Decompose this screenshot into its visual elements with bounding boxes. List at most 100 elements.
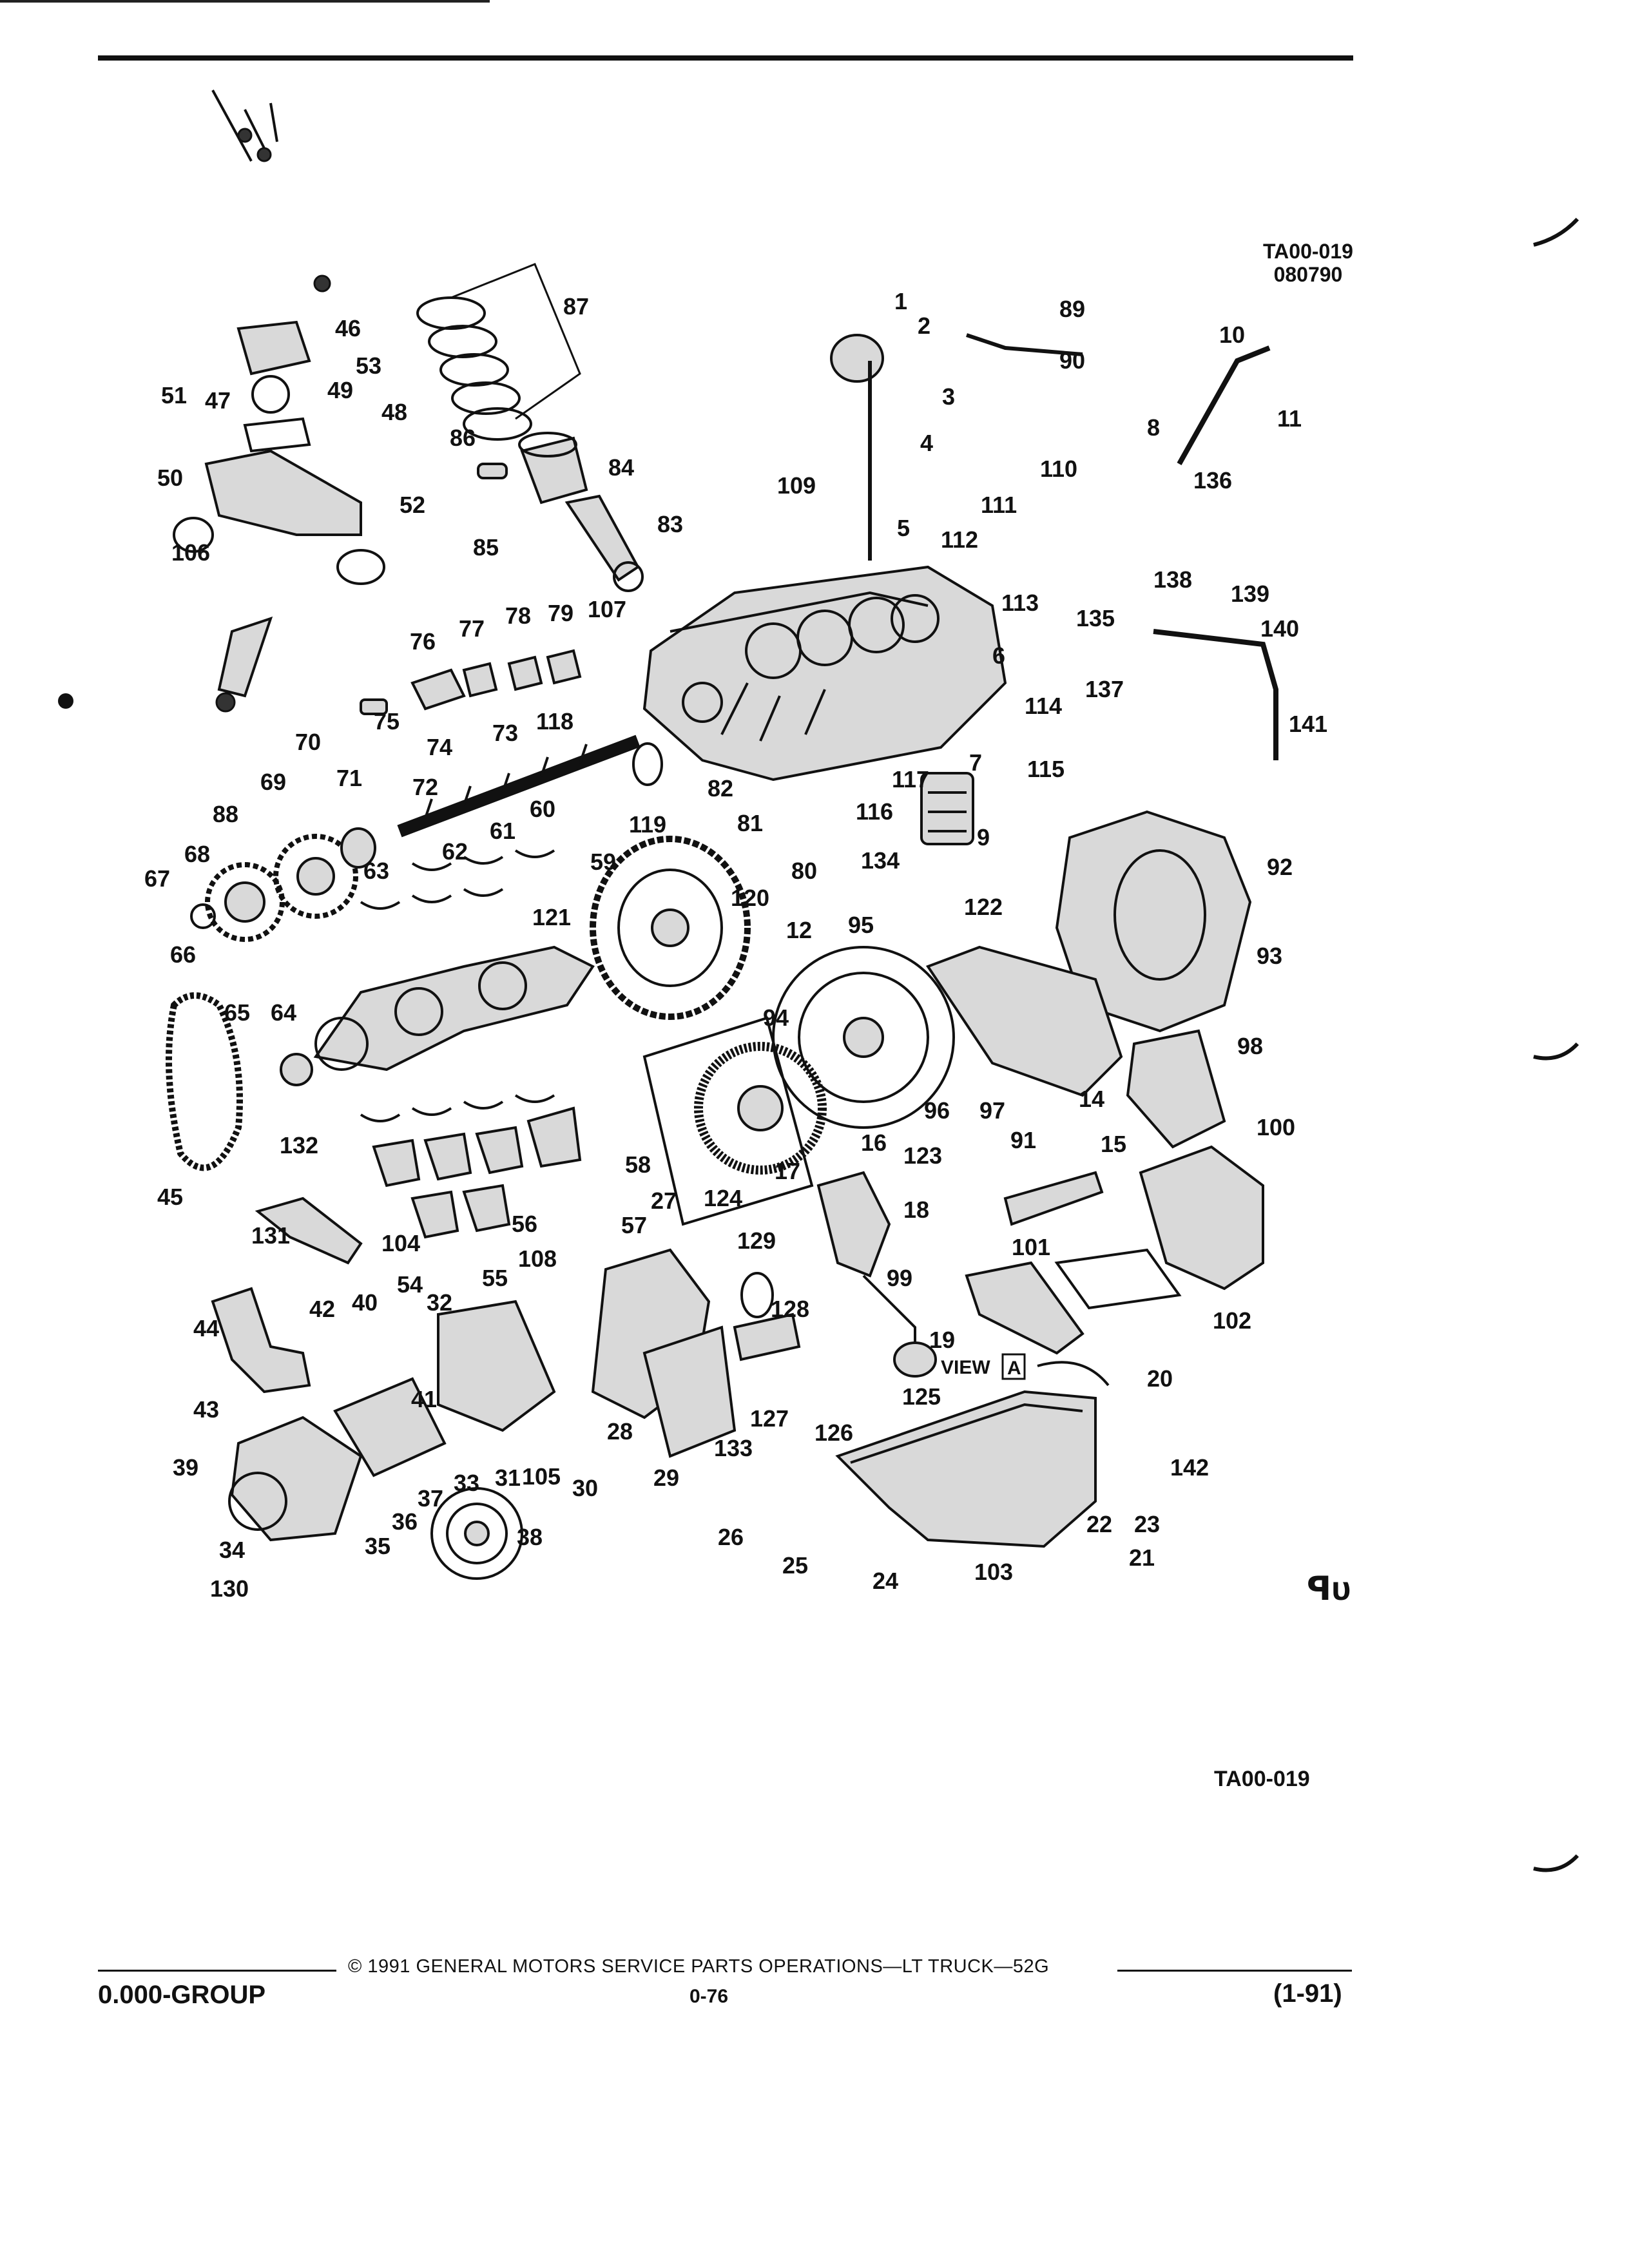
view-letter: A: [1007, 1358, 1021, 1379]
callout-120: 120: [731, 885, 769, 911]
figure-date-code: 080790: [1273, 263, 1343, 286]
callout-110: 110: [1040, 456, 1077, 482]
binder-mark-2: [1533, 1042, 1579, 1061]
callout-46: 46: [335, 315, 361, 341]
callout-76: 76: [410, 628, 436, 655]
callout-35: 35: [365, 1533, 390, 1559]
callout-54: 54: [397, 1271, 423, 1298]
callout-112: 112: [941, 526, 978, 553]
callout-23: 23: [1134, 1511, 1160, 1537]
callout-103: 103: [974, 1559, 1013, 1585]
callout-39: 39: [173, 1454, 198, 1481]
callout-69: 69: [260, 769, 286, 795]
callout-58: 58: [625, 1151, 651, 1178]
callout-94: 94: [763, 1004, 789, 1031]
callout-63: 63: [363, 858, 389, 884]
callout-109: 109: [777, 472, 816, 499]
callout-19: 19: [929, 1327, 955, 1353]
callout-56: 56: [512, 1211, 537, 1237]
callout-74: 74: [427, 734, 452, 760]
timing-cover: [437, 1248, 737, 1458]
callout-119: 119: [629, 811, 666, 838]
callout-117: 117: [892, 766, 929, 793]
callout-22: 22: [1086, 1511, 1112, 1537]
callout-128: 128: [771, 1296, 809, 1322]
strut-rod: [1003, 1171, 1104, 1226]
rocker-arm-set: [360, 649, 582, 715]
callout-40: 40: [352, 1289, 378, 1316]
plate-128: [733, 1312, 801, 1361]
callout-61: 61: [490, 818, 516, 844]
callout-71: 71: [336, 765, 362, 791]
callout-73: 73: [492, 720, 518, 746]
thermostat-housing: [211, 90, 331, 453]
callout-45: 45: [157, 1184, 183, 1210]
callout-4: 4: [920, 430, 933, 456]
callout-77: 77: [459, 615, 485, 642]
callout-12: 12: [786, 917, 812, 943]
mount-bracket: [965, 1261, 1084, 1355]
dipstick-tube-10: [1177, 345, 1271, 465]
callout-29: 29: [653, 1465, 679, 1491]
callout-124: 124: [704, 1185, 742, 1211]
callout-34: 34: [219, 1537, 245, 1563]
bell-cover: [1126, 1029, 1226, 1149]
callout-88: 88: [213, 801, 238, 827]
callout-48: 48: [381, 399, 407, 425]
callout-104: 104: [381, 1230, 420, 1256]
dust-shield: [1054, 1248, 1182, 1310]
callout-14: 14: [1079, 1086, 1104, 1112]
callout-126: 126: [815, 1419, 853, 1446]
bell-housing: [1055, 810, 1252, 1033]
callout-26: 26: [718, 1524, 744, 1550]
callout-42: 42: [309, 1296, 335, 1322]
water-crossover: [173, 449, 385, 713]
callout-3: 3: [942, 383, 955, 410]
callout-134: 134: [861, 847, 900, 874]
callout-31: 31: [495, 1465, 521, 1491]
callout-98: 98: [1237, 1033, 1263, 1059]
oil-pump: [816, 1171, 937, 1378]
callout-99: 99: [887, 1265, 912, 1291]
callout-44: 44: [193, 1315, 219, 1341]
header-rule: [98, 55, 1353, 61]
callout-57: 57: [621, 1212, 647, 1238]
callout-15: 15: [1101, 1131, 1126, 1157]
callout-90: 90: [1059, 347, 1085, 374]
callout-36: 36: [392, 1508, 418, 1535]
callout-138: 138: [1153, 566, 1192, 593]
footer-rule-left: [98, 1970, 336, 1972]
callout-1: 1: [894, 288, 907, 314]
callout-68: 68: [184, 841, 210, 867]
callout-17: 17: [775, 1158, 800, 1184]
callout-82: 82: [708, 775, 733, 802]
callout-38: 38: [517, 1524, 543, 1550]
callout-107: 107: [588, 596, 626, 622]
callout-108: 108: [518, 1245, 557, 1272]
callout-65: 65: [224, 999, 250, 1026]
callout-131: 131: [251, 1222, 290, 1249]
callout-18: 18: [903, 1196, 929, 1223]
callout-64: 64: [271, 999, 296, 1026]
footer-group: 0.000-GROUP: [98, 1981, 266, 2009]
callout-67: 67: [144, 865, 170, 892]
callout-55: 55: [482, 1265, 508, 1291]
callout-85: 85: [473, 534, 499, 561]
callout-92: 92: [1267, 854, 1293, 880]
flywheel: [590, 836, 751, 1020]
callout-97: 97: [979, 1097, 1005, 1124]
callout-41: 41: [411, 1386, 437, 1412]
callout-51: 51: [161, 382, 187, 408]
callout-33: 33: [454, 1470, 479, 1496]
callout-50: 50: [157, 465, 183, 491]
crankshaft: [280, 945, 595, 1086]
callout-121: 121: [532, 904, 571, 930]
callout-93: 93: [1257, 943, 1282, 969]
scan-dot: [58, 693, 73, 709]
callout-101: 101: [1012, 1234, 1050, 1260]
callout-114: 114: [1025, 693, 1062, 719]
callout-80: 80: [791, 858, 817, 884]
figure-code-top: TA00-019: [1263, 240, 1353, 263]
piston-rings: [416, 263, 581, 441]
view-letter-box: [1001, 1353, 1026, 1380]
